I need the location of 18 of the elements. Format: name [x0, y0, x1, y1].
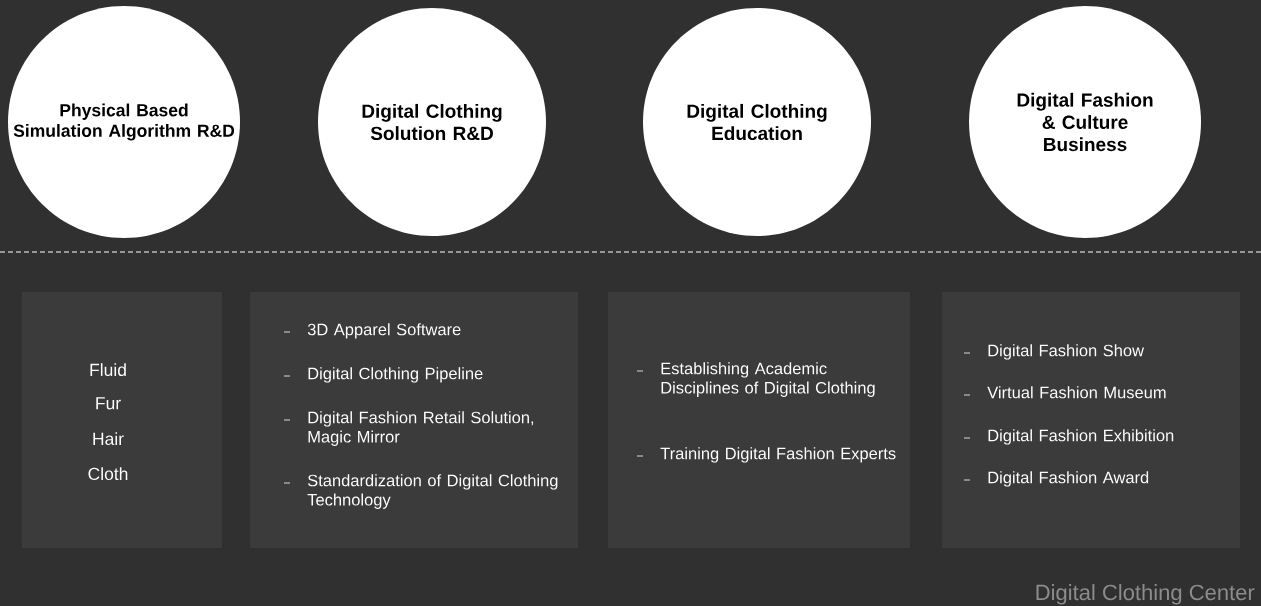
- list-item: Digital Fashion Award: [963, 471, 1149, 487]
- list-item: Digital Fashion Exhibition: [963, 429, 1174, 445]
- text-panel: [942, 292, 1240, 548]
- text-panel: [250, 292, 578, 548]
- list-item: Hair: [93, 432, 124, 446]
- footer-text: Digital Clothing Center: [1036, 584, 1255, 605]
- list-item: Cloth: [88, 467, 128, 481]
- text-panel: [608, 292, 910, 548]
- list-item: Fluid: [90, 363, 126, 377]
- list-item: Digital Clothing Pipeline: [283, 367, 483, 383]
- list-item: Digital Fashion Retail Solution, Magic Mirror: [283, 411, 534, 446]
- list-item: Fur: [96, 397, 121, 410]
- list-item: 3D Apparel Software: [283, 323, 461, 339]
- list-item: Training Digital Fashion Experts: [636, 447, 896, 463]
- list-item: Digital Fashion Show: [963, 344, 1145, 360]
- list-item: Virtual Fashion Museum: [963, 386, 1166, 399]
- list-item: Standardization of Digital Clothing Technology: [283, 474, 558, 509]
- list-item: Establishing Academic Disciplines of Digital Clothing: [636, 362, 875, 397]
